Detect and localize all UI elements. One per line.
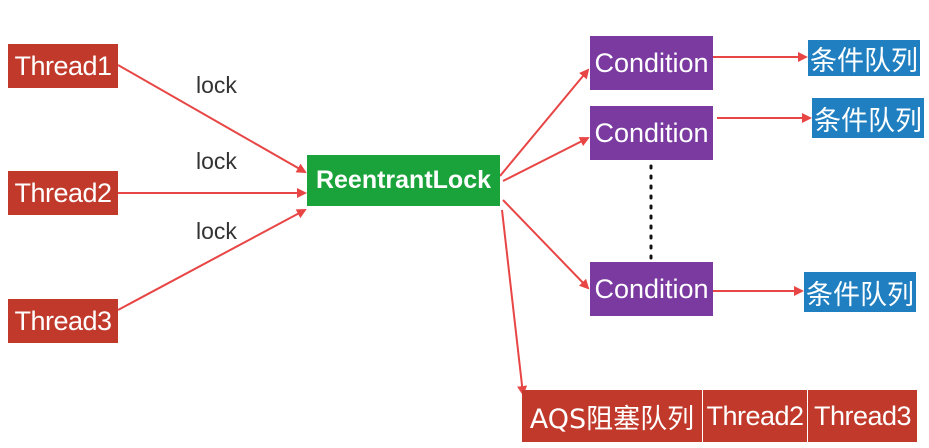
aqs-member-thread2: Thread2: [702, 390, 807, 442]
condition-queue-label-3: 条件队列: [806, 279, 914, 311]
arrow-lock-to-condition1: [499, 68, 590, 177]
lock-label-1: lock: [196, 72, 237, 98]
lock-label-3: lock: [196, 218, 237, 244]
lock-label-2: lock: [196, 148, 237, 174]
arrow-lock-to-aqs-queue: [501, 209, 528, 396]
condition-queue-box-2: 条件队列: [812, 98, 924, 138]
thread2-label: Thread2: [14, 177, 112, 208]
reentrantlock-label: ReentrantLock: [315, 166, 492, 194]
aqs-queue-box: AQS阻塞队列: [522, 390, 702, 442]
condition-queue-box-1: 条件队列: [808, 40, 920, 77]
thread2-box: Thread2: [8, 171, 118, 215]
condition-label-2: Condition: [594, 117, 709, 148]
condition-label-3: Condition: [594, 273, 709, 304]
reentrantlock-box: ReentrantLock: [307, 155, 500, 206]
aqs-member-thread3: Thread3: [807, 390, 917, 442]
condition-queue-box-3: 条件队列: [804, 272, 916, 312]
condition-box-3: Condition: [590, 262, 713, 316]
thread1-label: Thread1: [14, 50, 112, 81]
arrow-thread3-to-lock: [117, 209, 307, 311]
condition-queue-label-1: 条件队列: [810, 45, 918, 77]
aqs-queue-label: AQS阻塞队列: [529, 403, 695, 435]
thread1-box: Thread1: [8, 44, 118, 88]
arrow-thread1-to-lock: [117, 64, 307, 173]
condition-box-2: Condition: [590, 106, 713, 160]
aqs-member-thread2-label: Thread2: [706, 400, 804, 431]
thread3-label: Thread3: [14, 305, 112, 336]
thread3-box: Thread3: [8, 299, 118, 343]
condition-queue-label-2: 条件队列: [814, 105, 922, 137]
aqs-member-thread3-label: Thread3: [813, 400, 912, 431]
arrow-lock-to-condition2: [502, 137, 590, 182]
condition-box-1: Condition: [590, 36, 713, 90]
condition-label-1: Condition: [594, 47, 709, 78]
arrow-lock-to-condition3: [502, 199, 590, 290]
